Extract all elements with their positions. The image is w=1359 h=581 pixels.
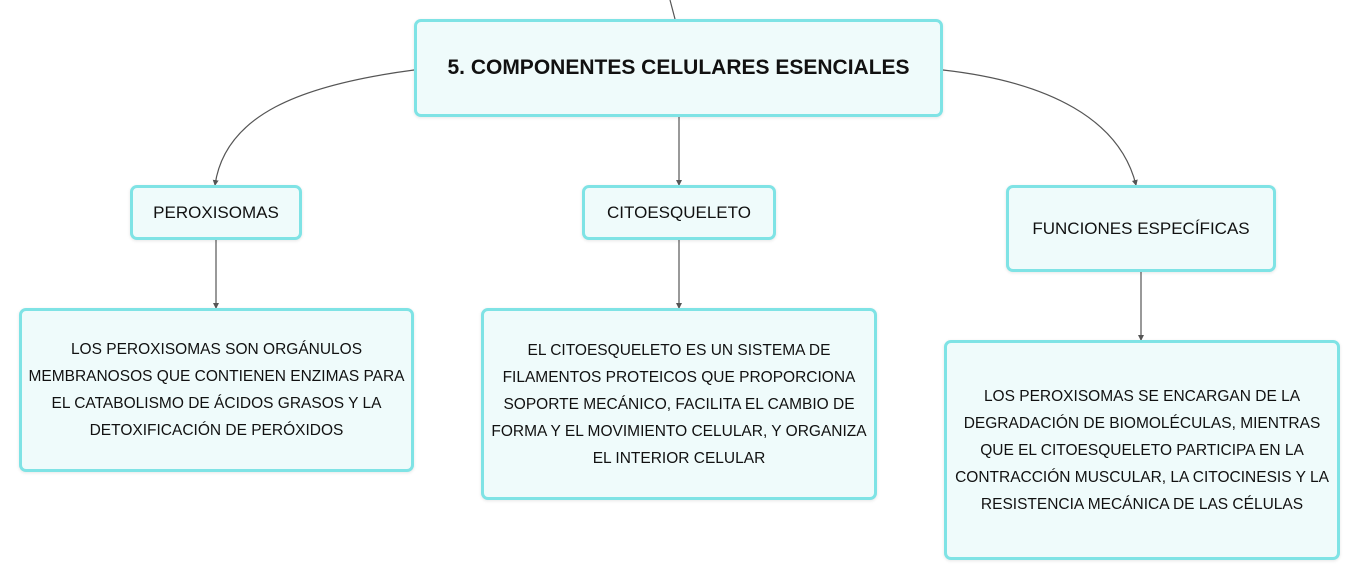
detail-peroxisomas[interactable]: LOS PEROXISOMAS SON ORGÁNULOS MEMBRANOSO… (19, 308, 414, 472)
detail-funciones-especificas-text: LOS PEROXISOMAS SE ENCARGAN DE LA DEGRAD… (955, 387, 1329, 513)
topic-peroxisomas[interactable]: PEROXISOMAS (130, 185, 302, 240)
topic-citoesqueleto-label: CITOESQUELETO (607, 202, 751, 222)
topic-citoesqueleto[interactable]: CITOESQUELETO (582, 185, 776, 240)
central-topic-label: 5. COMPONENTES CELULARES ESENCIALES (447, 56, 910, 79)
central-topic-node[interactable]: 5. COMPONENTES CELULARES ESENCIALES (414, 19, 943, 117)
topic-funciones-especificas-label: FUNCIONES ESPECÍFICAS (1032, 218, 1250, 238)
topic-peroxisomas-label: PEROXISOMAS (153, 202, 279, 222)
detail-citoesqueleto-text: EL CITOESQUELETO ES UN SISTEMA DE FILAME… (491, 341, 867, 467)
detail-citoesqueleto[interactable]: EL CITOESQUELETO ES UN SISTEMA DE FILAME… (481, 308, 877, 500)
connector-central-to-funciones (942, 69, 1138, 186)
topic-funciones-especificas[interactable]: FUNCIONES ESPECÍFICAS (1006, 185, 1276, 272)
detail-funciones-especificas[interactable]: LOS PEROXISOMAS SE ENCARGAN DE LA DEGRAD… (944, 340, 1340, 560)
connector-parent-to-central (669, 0, 676, 20)
connector-central-to-peroxisomas (212, 69, 415, 186)
detail-peroxisomas-text: LOS PEROXISOMAS SON ORGÁNULOS MEMBRANOSO… (28, 341, 405, 439)
